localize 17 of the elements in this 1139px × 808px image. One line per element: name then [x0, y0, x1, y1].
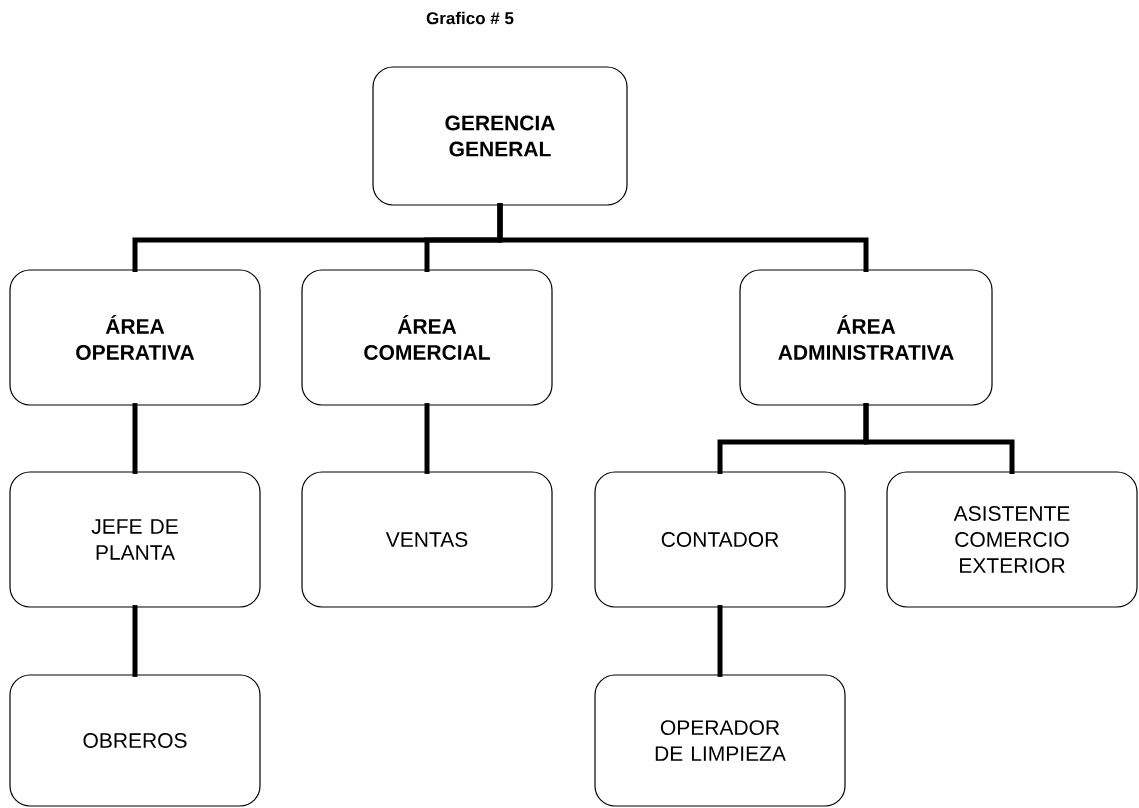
org-box: ASISTENTE COMERCIO EXTERIOR — [886, 471, 1138, 608]
org-box: JEFE DE PLANTA — [9, 471, 261, 608]
connector-line — [717, 605, 723, 677]
org-box: ÁREA COMERCIAL — [301, 269, 553, 406]
connector-line — [424, 403, 430, 474]
org-box: ÁREA OPERATIVA — [9, 269, 261, 406]
connector-line — [132, 403, 138, 474]
title: Grafico # 5 — [426, 11, 514, 25]
connector-line — [863, 403, 1015, 474]
connector-line — [497, 203, 869, 272]
org-box: ÁREA ADMINISTRATIVA — [739, 269, 993, 406]
connector-line — [132, 605, 138, 677]
org-box: VENTAS — [301, 471, 553, 608]
org-box: OPERADOR DE LIMPIEZA — [594, 674, 846, 807]
org-box: GERENCIA GENERAL — [372, 66, 628, 206]
org-box: OBREROS — [9, 674, 261, 807]
org-box: CONTADOR — [594, 471, 846, 608]
